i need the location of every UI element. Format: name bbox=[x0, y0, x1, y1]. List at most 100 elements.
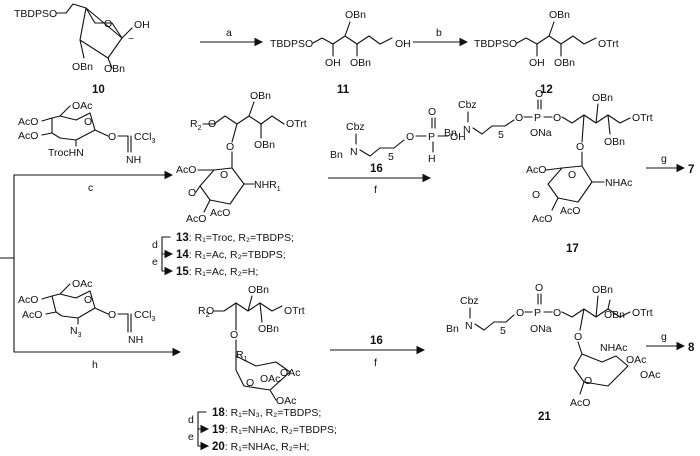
reagent-e: e bbox=[152, 256, 158, 268]
svg-text:5: 5 bbox=[388, 151, 394, 163]
oac-label: OAc bbox=[72, 278, 92, 290]
bn-label: Bn bbox=[446, 323, 459, 335]
svg-text:O: O bbox=[230, 329, 238, 341]
svg-text:O: O bbox=[104, 18, 112, 30]
o-label: O bbox=[108, 131, 116, 143]
oac-label: OAc bbox=[640, 369, 660, 381]
compound-label-12: 12 bbox=[540, 84, 553, 96]
svg-text:14: R₁=Ac, R₂=TBDPS;: 14: R₁=Ac, R₂=TBDPS; bbox=[176, 249, 286, 261]
nh-label: NH bbox=[128, 334, 143, 346]
r2-label: R2 bbox=[198, 305, 210, 319]
p-label: P bbox=[428, 131, 435, 143]
svg-text:O: O bbox=[188, 187, 196, 199]
o-label: O bbox=[535, 88, 543, 100]
ona-label: ONa bbox=[530, 323, 552, 335]
oh-label: OH bbox=[134, 19, 150, 31]
compound-label-7: 7 bbox=[688, 164, 694, 176]
obn-label: OBn bbox=[104, 63, 125, 75]
aco-label: AcO bbox=[18, 294, 38, 306]
compound-label-17: 17 bbox=[566, 243, 579, 255]
o-label: O bbox=[553, 307, 561, 319]
svg-text:O: O bbox=[226, 141, 234, 153]
obn-label: OBn bbox=[592, 92, 613, 104]
compound-10-structure: TBDPSO O OH ~ OBn OBn 10 bbox=[14, 3, 150, 96]
svg-text:O: O bbox=[208, 118, 216, 130]
svg-text:5: 5 bbox=[500, 325, 506, 337]
reagent-f: f bbox=[374, 184, 377, 196]
aco-label: AcO bbox=[176, 164, 196, 176]
obn-label: OBn bbox=[72, 61, 93, 73]
svg-text:5: 5 bbox=[498, 129, 504, 141]
reagent-c: c bbox=[88, 182, 93, 194]
p-label: P bbox=[534, 307, 541, 319]
otrt-label: OTrt bbox=[598, 38, 619, 50]
oac-label: OAc bbox=[280, 367, 300, 379]
svg-text:O: O bbox=[220, 169, 228, 181]
obn-label: OBn bbox=[604, 136, 625, 148]
r2-label: R2 bbox=[190, 118, 202, 132]
obn-label: OBn bbox=[554, 57, 575, 69]
aco-label: AcO bbox=[186, 213, 206, 225]
oh-label: OH bbox=[325, 57, 341, 69]
aco-label: AcO bbox=[570, 397, 590, 409]
compound-13-structure: R2 OTrt O OBn OBn O O NHR1 AcO O AcO AcO bbox=[176, 90, 307, 225]
tbdpso-label: TBDPSO bbox=[14, 8, 57, 20]
reagent-b: b bbox=[436, 27, 442, 39]
aco-label: AcO bbox=[22, 309, 42, 321]
reagent-d: d bbox=[188, 414, 194, 426]
otrt-label: OTrt bbox=[632, 307, 653, 319]
donor-trichloroacetimidate-azide: OAc AcO O AcO N3 O CCl3 NH bbox=[18, 278, 156, 346]
svg-text:13: R₁=Troc, R₂=TBDPS;: 13: R₁=Troc, R₂=TBDPS; bbox=[176, 232, 294, 244]
o-label: O bbox=[553, 112, 561, 124]
aco-label: AcO bbox=[532, 213, 552, 225]
compound-11-structure: TBDPSO OH OBn OH OBn 11 bbox=[270, 9, 411, 96]
cbz-label: Cbz bbox=[460, 295, 479, 307]
obn-label: OBn bbox=[604, 309, 625, 321]
bn-label: Bn bbox=[330, 149, 343, 161]
tbdpso-label: TBDPSO bbox=[270, 38, 313, 50]
reagent-e: e bbox=[188, 431, 194, 443]
cbz-label: Cbz bbox=[458, 99, 477, 111]
oac-label: OAc bbox=[260, 373, 280, 385]
svg-text:15: R₁=Ac, R₂=H;: 15: R₁=Ac, R₂=H; bbox=[176, 266, 258, 278]
ccl3-label: CCl3 bbox=[134, 309, 156, 323]
condition-list-18-20: 18: R₁=N₃, R₂=TBDPS; 19: R₁=NHAc, R₂=TBD… bbox=[188, 407, 337, 453]
otrt-label: OTrt bbox=[286, 118, 307, 130]
compound-17-structure: Cbz Bn N 5 O P O ONa O OTrt OBn OBn O O … bbox=[444, 88, 653, 255]
aco-label: AcO bbox=[18, 116, 38, 128]
oac-label: OAc bbox=[276, 395, 296, 407]
r1-label: R1 bbox=[236, 349, 248, 363]
donor-trichloroacetimidate-troc: OAc AcO O AcO TrocHN O CCl3 NH bbox=[18, 100, 156, 166]
n-label: N bbox=[463, 124, 471, 136]
p-label: P bbox=[534, 112, 541, 124]
reagent-a: a bbox=[226, 27, 232, 39]
reagent-h: h bbox=[92, 359, 98, 371]
obn-label: OBn bbox=[258, 323, 279, 335]
obn-label: OBn bbox=[549, 9, 570, 21]
reagent-16: 16 bbox=[370, 163, 383, 175]
otrt-label: OTrt bbox=[284, 305, 305, 317]
aco-label: AcO bbox=[526, 164, 546, 176]
oh-label: OH bbox=[529, 57, 545, 69]
svg-text:O: O bbox=[576, 141, 584, 153]
aco-label: AcO bbox=[560, 205, 580, 217]
obn-label: OBn bbox=[250, 90, 271, 102]
o-label: O bbox=[108, 309, 116, 321]
svg-text:O: O bbox=[206, 305, 214, 317]
h-label: H bbox=[428, 153, 436, 165]
compound-label-21: 21 bbox=[538, 411, 551, 423]
svg-text:O: O bbox=[574, 331, 582, 343]
n3-label: N3 bbox=[70, 325, 82, 339]
svg-text:20: R₁=NHAc, R₂=H;: 20: R₁=NHAc, R₂=H; bbox=[212, 441, 309, 453]
condition-list-13-15: 13: R₁=Troc, R₂=TBDPS; 14: R₁=Ac, R₂=TBD… bbox=[152, 232, 294, 278]
otrt-label: OTrt bbox=[632, 112, 653, 124]
compound-18-structure: R2 O OTrt OBn OBn O R1 O OAc OAc OAc bbox=[198, 284, 305, 407]
svg-text:~: ~ bbox=[128, 33, 134, 45]
obn-label: OBn bbox=[350, 57, 371, 69]
reagent-d: d bbox=[152, 239, 158, 251]
reagent-g: g bbox=[661, 331, 667, 343]
ccl3-label: CCl3 bbox=[134, 131, 156, 145]
o-label: O bbox=[535, 282, 543, 294]
compound-16-structure: Cbz Bn N 5 O P O OH H bbox=[330, 106, 466, 165]
oac-label: OAc bbox=[72, 100, 92, 112]
